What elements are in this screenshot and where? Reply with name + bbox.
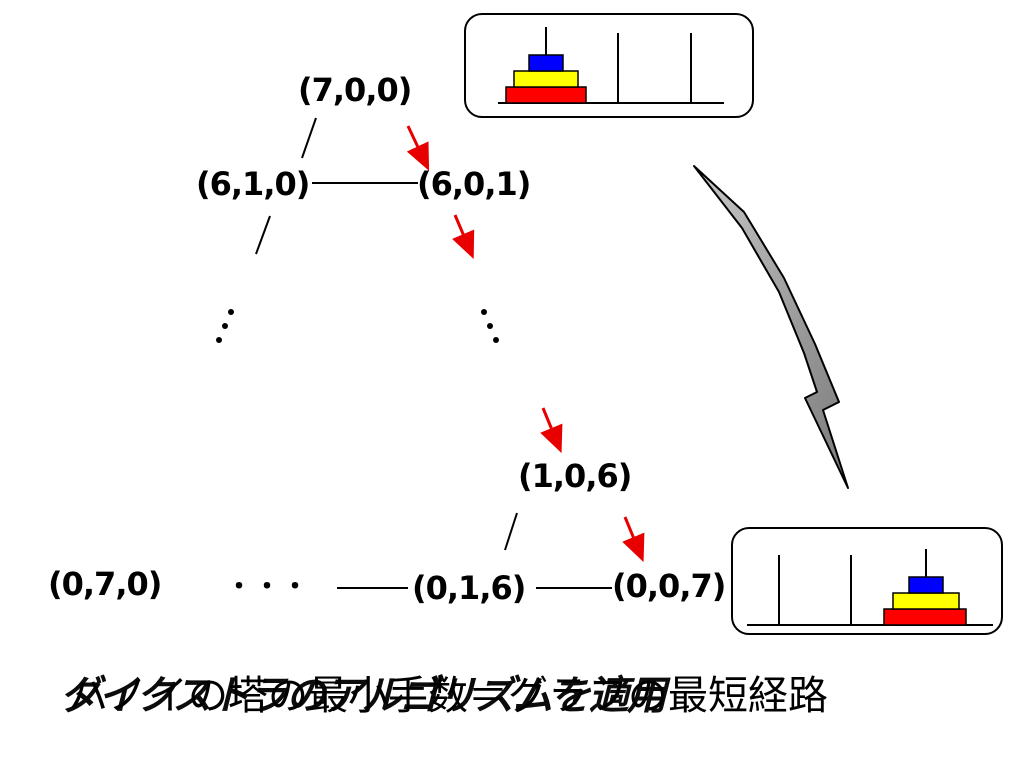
edge-106-016 (504, 512, 518, 551)
disk-small (908, 576, 944, 594)
node-007: (0,0,7) (612, 567, 726, 605)
goal-tower-panel (731, 527, 1003, 635)
goal-tower-icon (747, 549, 993, 626)
big-arrow-icon (693, 165, 849, 489)
edge-610-down (255, 215, 271, 255)
disk-medium (513, 70, 579, 88)
node-070: (0,7,0) (48, 565, 162, 603)
caption-shortest-path: ハノイの塔の最小手数＝グラフの最短経路 (68, 673, 828, 719)
path-arrow-2 (452, 214, 475, 260)
node-700: (7,0,0) (298, 71, 412, 109)
disk-medium (892, 592, 960, 610)
node-016: (0,1,6) (412, 569, 526, 607)
node-106: (1,0,6) (518, 457, 632, 495)
path-arrow-3 (540, 407, 563, 454)
ellipsis-right (481, 309, 499, 343)
path-arrow-1 (406, 125, 430, 171)
ellipsis-horizontal: ・・・ (226, 572, 311, 602)
node-601: (6,0,1) (417, 165, 531, 203)
node-610: (6,1,0) (196, 165, 310, 203)
edge-root-610 (301, 117, 317, 159)
path-arrow-4 (622, 516, 645, 563)
caption-dijkstra: ダイクストラのアルゴリズムを適用 (60, 673, 667, 719)
disk-large (505, 86, 587, 104)
start-tower-icon (498, 27, 724, 104)
start-tower-panel (464, 13, 754, 118)
disk-small (528, 54, 564, 72)
disk-large (883, 608, 967, 626)
ellipsis-left (216, 309, 234, 343)
